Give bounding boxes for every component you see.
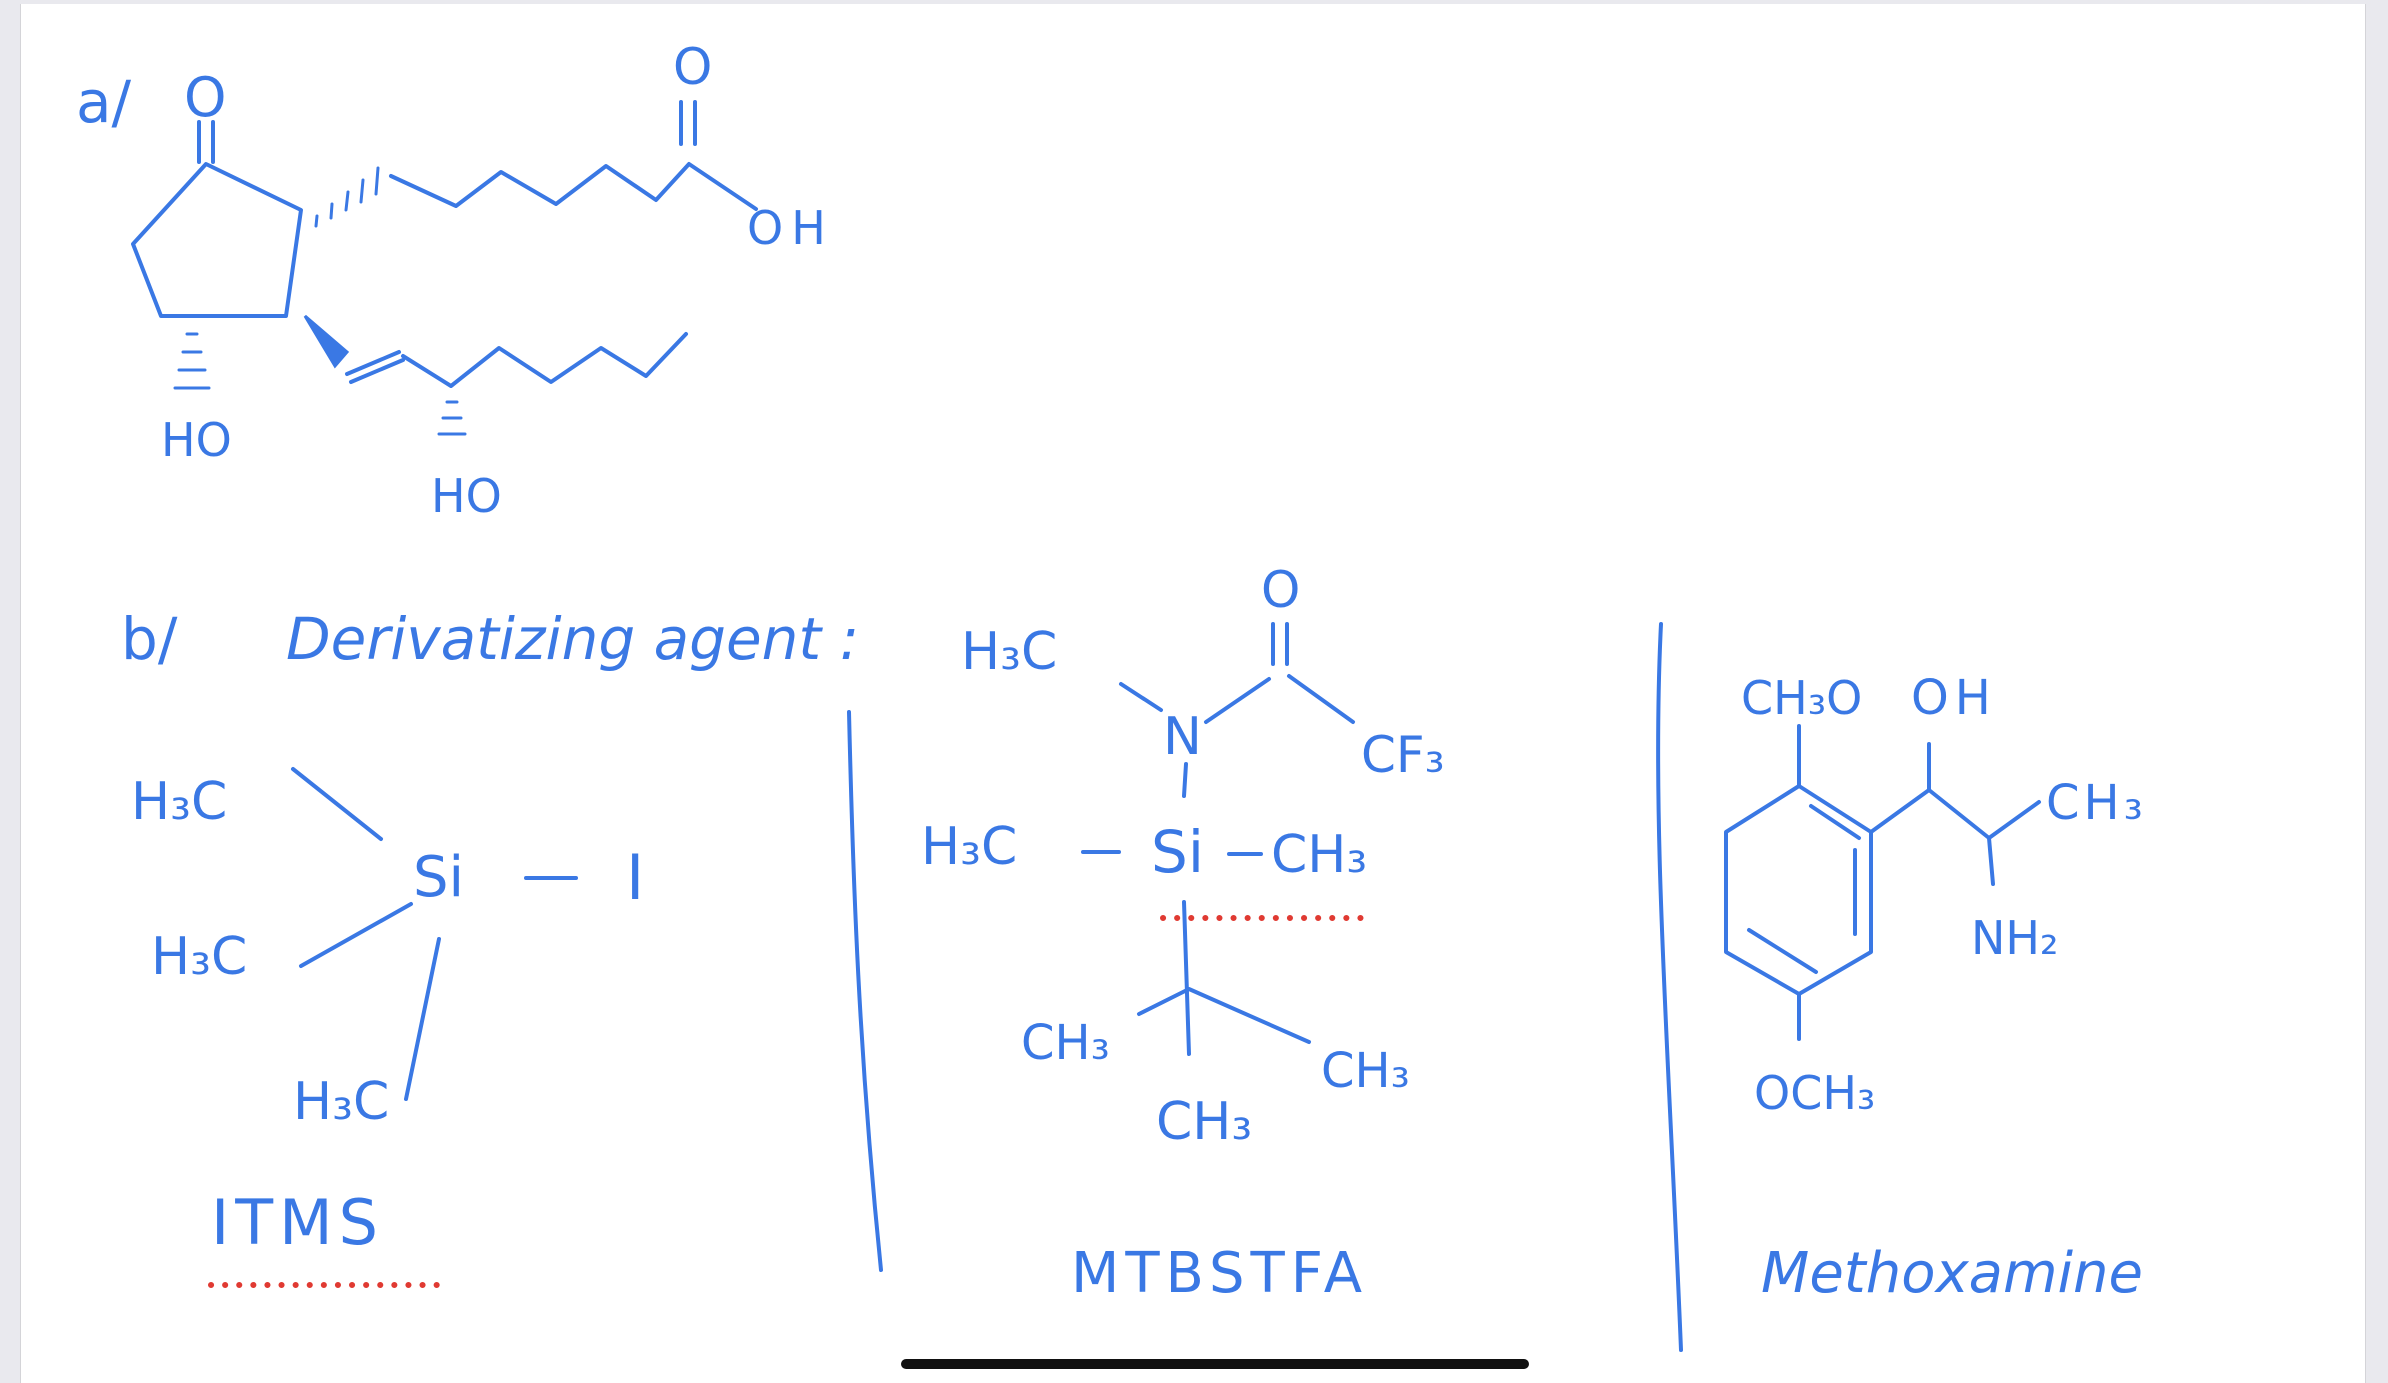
alkene-double-bond xyxy=(345,350,405,384)
part-a-label: a/ xyxy=(76,68,132,136)
mtbstfa-cf3-label: CF₃ xyxy=(1361,726,1445,784)
ring-hydroxyl-label: HO xyxy=(161,413,232,467)
upper-carbon-chain xyxy=(389,162,758,211)
whiteboard-page: a/ O O OH HO HO b/ Derivatizing agent : … xyxy=(20,4,2366,1383)
hashed-wedge-bond xyxy=(314,166,380,228)
itms-silicon-label: Si xyxy=(413,845,464,910)
ketone-oxygen-label: O xyxy=(184,66,227,129)
mtbstfa-structure: H₃C N O CF₃ H₃C Si CH₃ CH₃ CH₃ CH₃ MTBST… xyxy=(921,561,1445,1306)
solid-wedge-bond xyxy=(303,314,350,369)
itms-methyl-3: H₃C xyxy=(293,1072,389,1132)
mtbstfa-si-left-methyl: H₃C xyxy=(921,817,1017,877)
methoxamine-methoxy-bottom: OCH₃ xyxy=(1754,1066,1875,1120)
mtbstfa-tbu-left: CH₃ xyxy=(1021,1015,1110,1071)
itms-bond-3 xyxy=(404,937,441,1101)
mtbstfa-si-right-methyl: CH₃ xyxy=(1271,825,1367,885)
part-b-label: b/ xyxy=(121,605,178,673)
lower-carbon-chain xyxy=(401,332,688,388)
methoxamine-hydroxyl: OH xyxy=(1911,670,1997,726)
methoxamine-methoxy-top: CH₃O xyxy=(1741,671,1862,725)
acid-double-bond xyxy=(679,100,697,146)
mtbstfa-silicon-label: Si xyxy=(1151,818,1204,886)
divider-line-1 xyxy=(847,710,883,1272)
chain-hydroxyl-hashed-bond xyxy=(437,400,467,436)
mtbstfa-tbu-branches xyxy=(1137,987,1311,1044)
itms-iodine-label: I xyxy=(626,841,644,914)
home-indicator-bar[interactable] xyxy=(901,1359,1529,1369)
itms-methyl-1: H₃C xyxy=(131,772,227,832)
itms-structure: H₃C H₃C H₃C Si I ITMS xyxy=(131,767,644,1288)
itms-bond-2 xyxy=(299,902,413,968)
itms-methyl-2: H₃C xyxy=(151,927,247,987)
itms-name: ITMS xyxy=(211,1186,384,1259)
mtbstfa-bond-n-methyl xyxy=(1119,682,1163,712)
mtbstfa-tbu-right: CH₃ xyxy=(1321,1043,1410,1099)
methoxamine-amine: NH₂ xyxy=(1971,911,2058,965)
mtbstfa-carbonyl-double-bond xyxy=(1271,622,1289,666)
mtbstfa-name: MTBSTFA xyxy=(1071,1241,1368,1306)
ketone-double-bond xyxy=(197,120,215,164)
methoxamine-name: Methoxamine xyxy=(1761,1241,2143,1306)
chain-hydroxyl-label: HO xyxy=(431,469,502,523)
acid-hydroxyl-label: OH xyxy=(747,201,834,255)
mtbstfa-bond-carbonyl-cf3 xyxy=(1287,674,1355,724)
methoxamine-aromatic-bonds xyxy=(1747,804,1861,974)
part-b-heading-text: Derivatizing agent : xyxy=(286,605,859,673)
mtbstfa-tbu-bottom: CH₃ xyxy=(1156,1092,1252,1152)
itms-bond-1 xyxy=(291,767,383,841)
mtbstfa-bond-si-tbu xyxy=(1182,900,1191,1056)
ring-hydroxyl-hashed-bond xyxy=(173,332,211,390)
mtbstfa-nitrogen-label: N xyxy=(1163,707,1202,767)
handwritten-chemistry-notes: a/ O O OH HO HO b/ Derivatizing agent : … xyxy=(76,38,2147,1352)
part-a-structure: a/ O O OH HO HO xyxy=(76,38,834,523)
methoxamine-structure: CH₃O OH CH₃ NH₂ OCH₃ Methoxamine xyxy=(1724,670,2147,1306)
divider-line-2 xyxy=(1656,622,1683,1352)
methoxamine-methyl: CH₃ xyxy=(2046,775,2147,831)
part-b-heading: b/ Derivatizing agent : xyxy=(121,605,859,673)
mtbstfa-carbonyl-oxygen: O xyxy=(1261,561,1300,619)
mtbstfa-n-methyl: H₃C xyxy=(961,622,1057,682)
cyclopentane-ring xyxy=(131,162,303,318)
acid-oxygen-label: O xyxy=(673,38,712,96)
methoxamine-side-chain xyxy=(1869,788,2041,840)
mtbstfa-bond-n-carbonyl xyxy=(1204,677,1271,724)
mtbstfa-bond-n-si xyxy=(1182,762,1188,798)
methoxamine-bond-amine xyxy=(1987,836,1995,886)
